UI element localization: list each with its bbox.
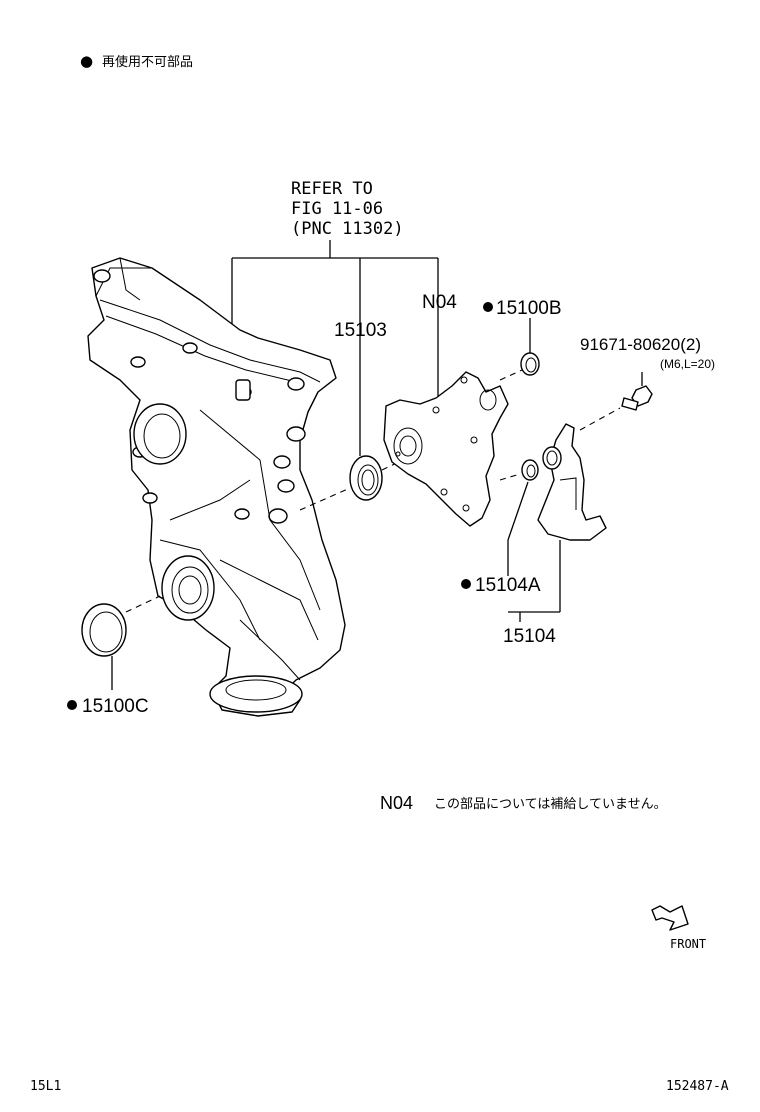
non-reusable-bullet-15100c <box>67 700 77 710</box>
front-label: FRONT <box>670 937 706 951</box>
label-15100c[interactable]: 15100C <box>82 696 149 717</box>
label-15104[interactable]: 15104 <box>503 626 556 647</box>
timing-cover-illustration <box>87 257 346 717</box>
label-91671[interactable]: 91671-80620(2) <box>580 335 701 354</box>
refer-line-2[interactable]: FIG 11-06 <box>291 199 383 219</box>
oil-seal-15100c-illustration <box>81 595 161 690</box>
label-n04[interactable]: N04 <box>422 292 457 313</box>
footer-right-code: 152487-A <box>666 1079 729 1094</box>
label-91671-spec: (M6,L=20) <box>660 357 715 371</box>
bolt-91671-illustration <box>579 372 653 431</box>
label-15104a[interactable]: 15104A <box>475 575 541 596</box>
refer-line-1[interactable]: REFER TO <box>291 179 373 199</box>
legend-text: 再使用不可部品 <box>102 54 193 70</box>
front-arrow-icon <box>651 905 689 931</box>
note-code: N04 <box>380 793 413 813</box>
o-ring-15100b-illustration <box>499 318 540 381</box>
label-15103[interactable]: 15103 <box>334 320 387 341</box>
refer-bracket <box>231 240 439 345</box>
refer-line-3[interactable]: (PNC 11302) <box>291 219 404 239</box>
footer-left-code: 15L1 <box>30 1079 61 1094</box>
pump-plate-n04-illustration <box>383 290 509 527</box>
label-15100b[interactable]: 15100B <box>496 298 562 319</box>
non-reusable-bullet-15100b <box>483 302 493 312</box>
oil-strainer-15104-illustration <box>499 423 607 622</box>
non-reusable-bullet-15104a <box>461 579 471 589</box>
note-text: この部品については補給していません。 <box>434 797 667 812</box>
seal-15103-illustration <box>299 312 421 511</box>
legend-bullet: ● <box>80 52 93 70</box>
